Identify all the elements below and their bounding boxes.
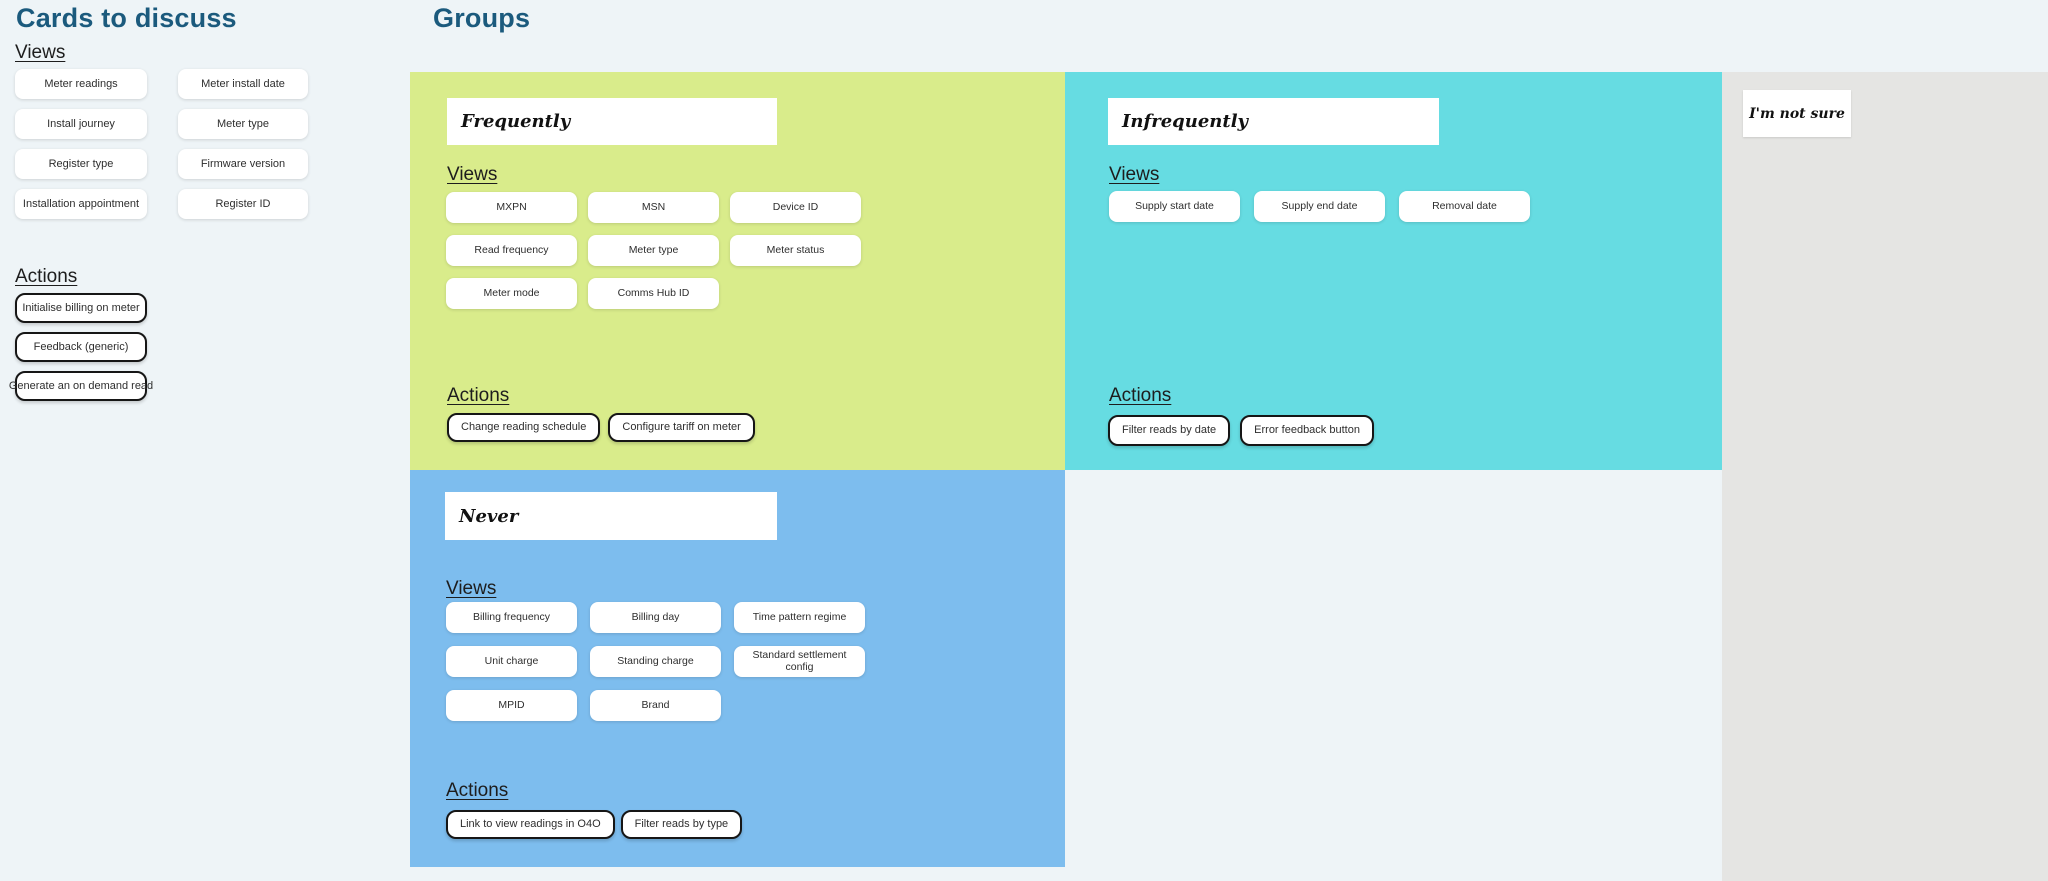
group-frequently-title: Frequently: [461, 111, 571, 132]
view-card[interactable]: MSN: [588, 192, 719, 223]
action-card[interactable]: Feedback (generic): [15, 332, 147, 362]
infrequently-views-heading: Views: [1109, 164, 1160, 185]
action-card[interactable]: Error feedback button: [1240, 415, 1374, 446]
group-frequently-title-box[interactable]: Frequently: [447, 98, 777, 145]
action-card[interactable]: Initialise billing on meter: [15, 293, 147, 323]
infrequently-actions-heading: Actions: [1109, 385, 1172, 406]
unsure-card[interactable]: I'm not sure: [1743, 90, 1851, 137]
view-card[interactable]: Comms Hub ID: [588, 278, 719, 309]
group-frequently-zone: Frequently Views MXPN MSN Device ID Read…: [410, 72, 1065, 470]
view-card[interactable]: Register type: [15, 149, 147, 179]
view-card[interactable]: Time pattern regime: [734, 602, 865, 633]
frequently-views-heading: Views: [447, 164, 498, 185]
view-card[interactable]: Meter readings: [15, 69, 147, 99]
view-card[interactable]: Read frequency: [446, 235, 577, 266]
groups-title: Groups: [433, 3, 531, 33]
frequently-actions-row: Change reading schedule Configure tariff…: [447, 413, 755, 442]
view-card[interactable]: Supply start date: [1109, 191, 1240, 222]
group-never-zone: Never Views Billing frequency Billing da…: [410, 470, 1065, 867]
view-card[interactable]: Meter type: [588, 235, 719, 266]
never-views-grid: Billing frequency Billing day Time patte…: [446, 602, 865, 721]
left-actions-list: Initialise billing on meter Feedback (ge…: [9, 293, 153, 401]
view-card[interactable]: Meter mode: [446, 278, 577, 309]
view-card[interactable]: MPID: [446, 690, 577, 721]
left-views-heading: Views: [15, 42, 66, 63]
view-card[interactable]: Firmware version: [178, 149, 308, 179]
view-card[interactable]: Billing frequency: [446, 602, 577, 633]
action-card[interactable]: Filter reads by type: [620, 810, 743, 839]
frequently-views-grid: MXPN MSN Device ID Read frequency Meter …: [446, 192, 861, 309]
infrequently-actions-row: Filter reads by date Error feedback butt…: [1108, 415, 1374, 446]
action-card[interactable]: Generate an on demand read: [9, 371, 153, 401]
action-card[interactable]: Filter reads by date: [1108, 415, 1231, 446]
frequently-actions-heading: Actions: [447, 385, 510, 406]
cards-to-discuss-title: Cards to discuss: [16, 3, 237, 33]
view-card[interactable]: Unit charge: [446, 646, 577, 677]
view-card[interactable]: Brand: [590, 690, 721, 721]
action-card[interactable]: Change reading schedule: [447, 413, 601, 442]
never-actions-heading: Actions: [446, 780, 509, 801]
group-infrequently-title-box[interactable]: Infrequently: [1108, 98, 1439, 145]
group-infrequently-title: Infrequently: [1122, 111, 1249, 132]
group-never-title-box[interactable]: Never: [445, 492, 777, 540]
left-actions-heading: Actions: [15, 266, 78, 287]
left-views-grid: Meter readings Meter install date Instal…: [15, 69, 308, 219]
infrequently-views-grid: Supply start date Supply end date Remova…: [1109, 191, 1530, 222]
never-views-heading: Views: [446, 578, 497, 599]
view-card[interactable]: Device ID: [730, 192, 861, 223]
view-card[interactable]: Register ID: [178, 189, 308, 219]
view-card[interactable]: Standing charge: [590, 646, 721, 677]
action-card[interactable]: Link to view readings in O4O: [446, 810, 615, 839]
never-actions-row: Link to view readings in O4O Filter read…: [446, 810, 743, 839]
group-never-title: Never: [459, 505, 519, 527]
view-card[interactable]: MXPN: [446, 192, 577, 223]
view-card[interactable]: Meter type: [178, 109, 308, 139]
view-card[interactable]: Billing day: [590, 602, 721, 633]
view-card[interactable]: Standard settlement config: [734, 646, 865, 677]
view-card[interactable]: Meter status: [730, 235, 861, 266]
view-card[interactable]: Installation appointment: [15, 189, 147, 219]
view-card[interactable]: Meter install date: [178, 69, 308, 99]
view-card[interactable]: Install journey: [15, 109, 147, 139]
view-card[interactable]: Supply end date: [1254, 191, 1385, 222]
view-card[interactable]: Removal date: [1399, 191, 1530, 222]
group-unsure-zone: I'm not sure: [1722, 72, 2048, 881]
group-infrequently-zone: Infrequently Views Supply start date Sup…: [1065, 72, 1722, 470]
action-card[interactable]: Configure tariff on meter: [608, 413, 755, 442]
